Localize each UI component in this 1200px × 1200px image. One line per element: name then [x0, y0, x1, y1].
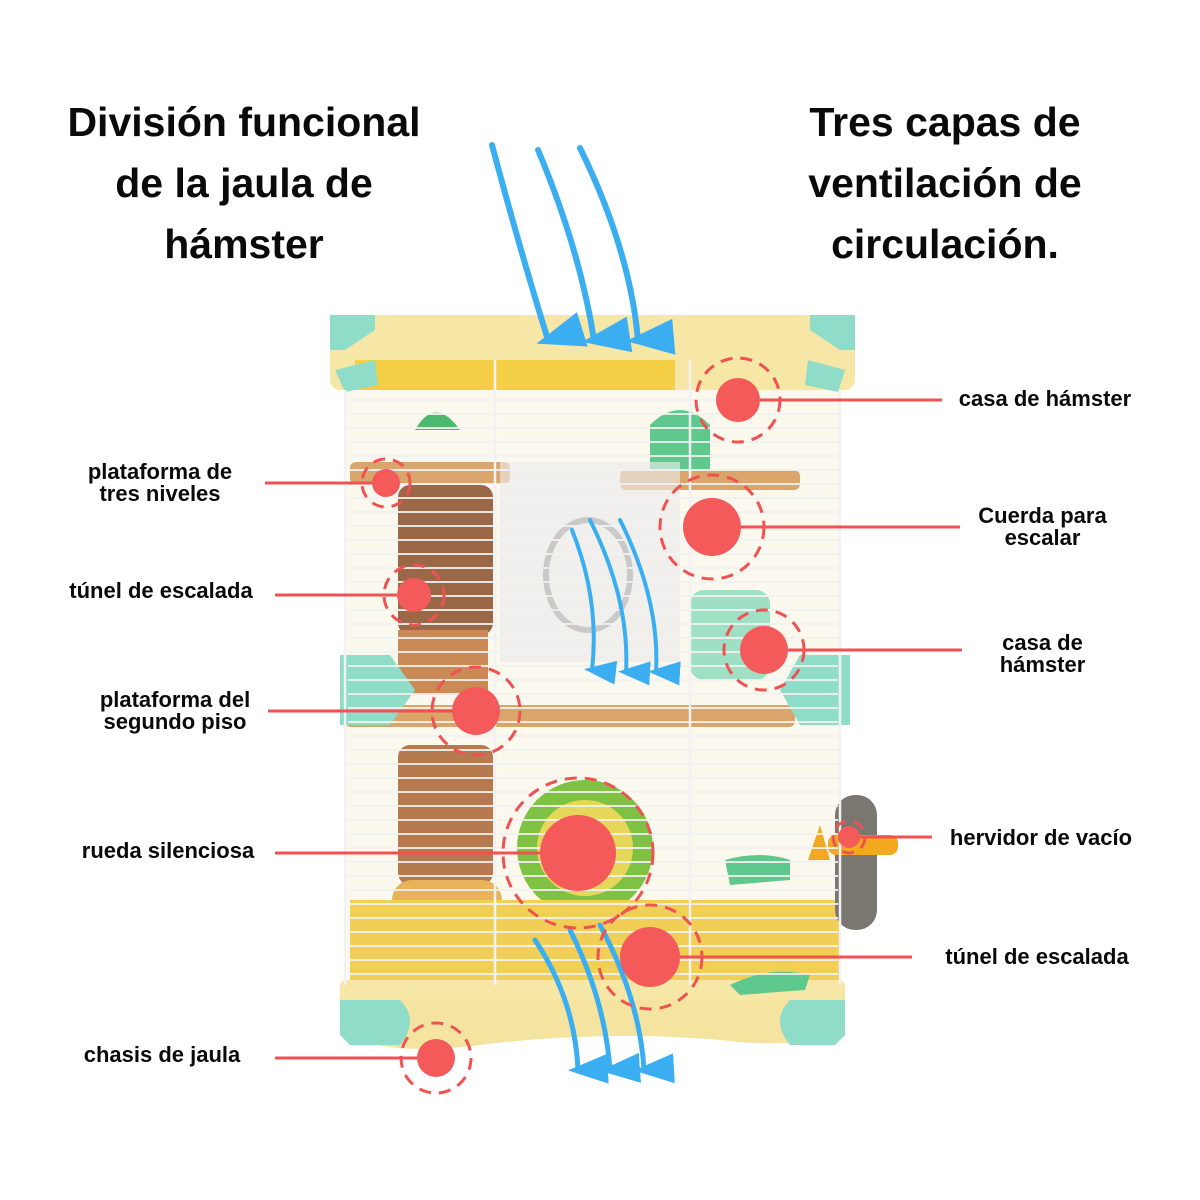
callout-casa-hamster-top [694, 356, 942, 444]
callout-chasis-jaula [275, 1021, 473, 1095]
base-accent-2 [730, 971, 810, 995]
marker-dot-hervidor-vacio [838, 826, 860, 848]
airflow-arrow-bottom-3 [597, 922, 675, 1084]
callout-cuerda-escalar [658, 473, 960, 581]
marker-dot-casa-hamster-top [716, 378, 760, 422]
label-plataforma-segundo-piso: plataforma del segundo piso [99, 687, 251, 734]
airflow-arrow-bottom-2 [567, 927, 641, 1083]
roof-corner-right [810, 315, 855, 350]
dashed-ring-chasis-jaula [399, 1021, 473, 1095]
callout-rueda-silenciosa [275, 776, 655, 930]
callout-tunel-escalada-top [275, 563, 446, 627]
dashed-ring-tunel-escalada-bottom [596, 903, 704, 1011]
marker-dot-chasis-jaula [417, 1039, 455, 1077]
airflow-arrow-top-2 [535, 147, 633, 353]
dashed-ring-rueda-silenciosa [501, 776, 655, 930]
callout-plataforma-segundo-piso [268, 665, 522, 757]
callout-casa-hamster-mid [722, 608, 962, 692]
label-cuerda-escalar: Cuerda para escalar [978, 503, 1107, 550]
airflow-arrow-top-3 [577, 145, 676, 355]
dashed-ring-plataforma-tres-niveles [360, 457, 412, 509]
label-casa-hamster-top: casa de hámster [958, 386, 1132, 411]
cage-base-floor [350, 900, 840, 980]
marker-dot-plataforma-tres-niveles [372, 469, 400, 497]
dashed-ring-plataforma-segundo-piso [430, 665, 522, 757]
callout-tunel-escalada-bottom [596, 903, 912, 1011]
marker-dot-cuerda-escalar [683, 498, 741, 556]
climbing-tunnel-upper [398, 485, 493, 635]
label-tunel-escalada-bottom: túnel de escalada [945, 944, 1129, 969]
base-accent [725, 855, 790, 885]
roof-corner-right-lower [805, 360, 845, 392]
chassis-corner-left [340, 1000, 410, 1045]
label-chasis-jaula: chasis de jaula [83, 1042, 241, 1067]
marker-dot-tunel-escalada-top [397, 578, 431, 612]
dashed-ring-hervidor-vacio [831, 819, 867, 855]
dashed-ring-tunel-escalada-top [382, 563, 446, 627]
label-plataforma-tres-niveles: plataforma de tres niveles [87, 459, 233, 506]
dashed-ring-casa-hamster-mid [722, 608, 806, 692]
climbing-tunnel-lower [398, 745, 493, 885]
dashed-ring-cuerda-escalar [658, 473, 766, 581]
airflow-arrow-mid-1 [570, 528, 618, 685]
title-functional-division: División funcional de la jaula de hámste… [67, 99, 421, 267]
roof-corner-left-lower [335, 360, 378, 392]
callout-markers [265, 356, 962, 1095]
dashed-ring-casa-hamster-top [694, 356, 782, 444]
airflow-arrow-mid-3 [618, 518, 681, 686]
chassis-corner-right [780, 1000, 845, 1045]
water-bottle [835, 795, 877, 930]
label-tunel-escalada-top: túnel de escalada [69, 578, 253, 603]
callout-hervidor-vacio [831, 819, 932, 855]
title-ventilation-layers: Tres capas de ventilación de circulación… [808, 99, 1082, 267]
airflow-arrow-bottom-1 [532, 937, 609, 1084]
marker-dot-plataforma-segundo-piso [452, 687, 500, 735]
hamster-house-top-accent [415, 412, 460, 430]
label-hervidor-vacio: hervidor de vacío [949, 825, 1133, 850]
airflow-arrows [489, 142, 681, 1084]
cage-illustration [330, 315, 898, 1049]
callout-plataforma-tres-niveles [265, 457, 412, 509]
roof-corner-left [330, 315, 375, 350]
label-casa-hamster-mid: casa de hámster [999, 630, 1086, 677]
bottle-clip [808, 825, 830, 860]
marker-dot-casa-hamster-mid [740, 626, 788, 674]
airflow-arrow-top-1 [489, 142, 588, 347]
cage-chassis [340, 985, 845, 1049]
marker-dot-rueda-silenciosa [540, 815, 616, 891]
label-rueda-silenciosa: rueda silenciosa [81, 838, 255, 863]
marker-dot-tunel-escalada-bottom [620, 927, 680, 987]
roof-inner-yellow [355, 360, 675, 390]
airflow-arrow-mid-2 [588, 518, 651, 686]
